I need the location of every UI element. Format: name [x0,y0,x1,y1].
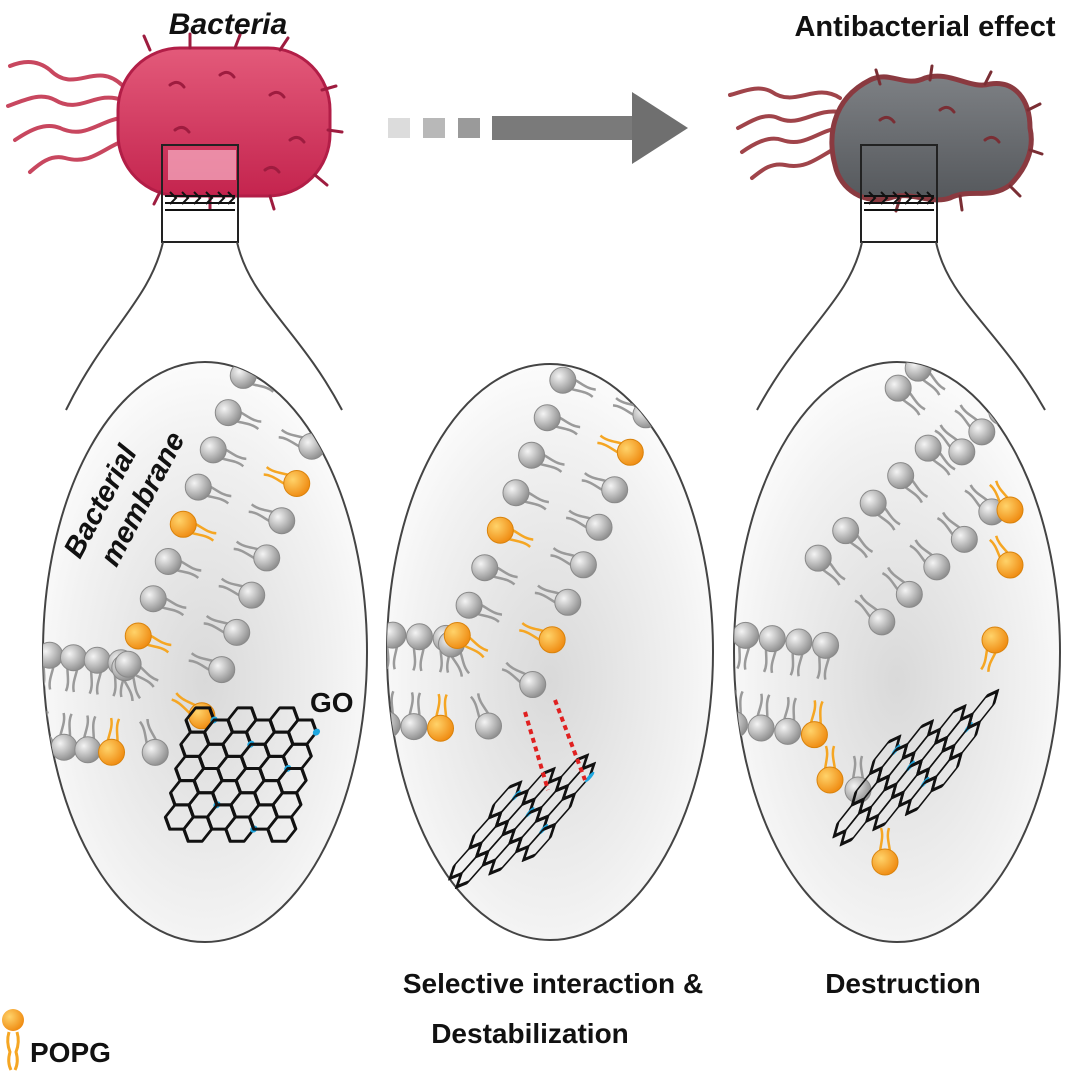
lipid [248,503,296,535]
label-selective-interaction: Selective interaction & [403,968,703,999]
lipid [139,585,187,617]
lipid [533,404,581,436]
lipid [832,517,874,559]
lipid [565,509,613,541]
popg-lipid [124,622,172,654]
popg-lipid [597,434,644,466]
label-antibacterial-effect: Antibacterial effect [794,11,1055,43]
popg-lipid [988,535,1024,579]
lipid [308,362,356,386]
healthy-bacterium [6,32,344,211]
zoom-box-right [756,144,1046,411]
lipid [909,539,951,581]
lipid [747,693,775,742]
lipid [534,584,582,616]
popg-lipid [816,745,844,794]
popg-lipid [980,626,1009,672]
popg-lipid-icon [2,1009,24,1071]
lipid [502,479,550,511]
lipid [218,577,266,609]
label-bacteria: Bacteria [169,8,287,41]
popg-lipid [519,622,566,654]
dead-bacterium [728,64,1044,213]
lipid [154,548,202,579]
lipid [859,489,901,531]
lipid [83,646,111,695]
lipid [785,628,813,677]
lipid [203,614,251,646]
popg-lipid [486,516,534,548]
lipid [501,661,547,699]
go-sheet-middle [448,753,597,890]
go-sheet-right [832,688,1000,847]
lipid [565,330,611,360]
popg-lipid [263,466,311,497]
label-go: GO [310,687,354,718]
label-popg: POPG [30,1037,111,1068]
popg-lipid [169,510,217,542]
popg-lipid [988,480,1024,524]
lipid [954,404,996,446]
lipid [138,718,169,766]
dead-flagella [728,86,844,180]
lipid [854,594,896,636]
lipid [904,362,946,396]
lipid [758,625,786,674]
lipid [881,566,923,608]
label-destruction: Destruction [825,968,981,999]
right-arrow-icon [388,92,688,164]
panel-right-bubble [733,361,1061,943]
lipid [887,462,929,504]
popg-lipid [871,827,899,876]
lipid [812,631,840,680]
lipid [550,547,597,579]
lipid [214,399,262,431]
lipid [405,623,433,672]
lipid [233,540,281,572]
lipid [734,621,760,670]
popg-lipid [443,621,489,659]
lipid [884,374,926,416]
lipid [188,652,236,684]
lipid [43,641,64,690]
go-sheet-left [163,706,321,843]
lipid [936,511,978,553]
lipid [518,441,565,473]
popg-lipid [800,700,828,749]
lipid [774,696,802,745]
lipid [184,473,232,505]
popg-lipid [98,717,126,766]
zoom-box-left [65,144,343,411]
lipid [934,424,976,466]
lipid [471,554,518,586]
lipid [387,621,407,670]
lipid [455,591,503,623]
lipid [59,644,87,693]
lipid [245,325,291,354]
lipid [114,650,159,688]
lipid [914,434,956,476]
lipid [469,693,503,740]
interaction-lines [523,699,587,791]
lipid [628,364,676,391]
lipid [199,436,247,468]
label-destabilization: Destabilization [431,1018,629,1049]
lipid [581,472,629,504]
healthy-flagella [6,60,127,174]
lipid [549,366,596,398]
popg-lipid [427,693,455,742]
lipid [400,692,428,741]
lipid [804,544,846,586]
